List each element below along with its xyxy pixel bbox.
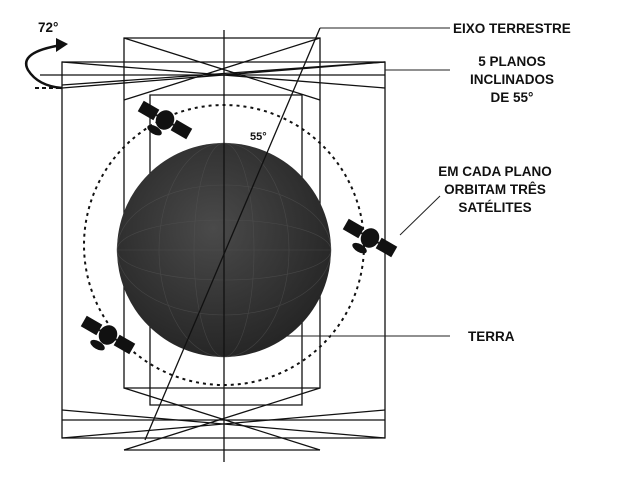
satellites-label-line-2: ORBITAM TRÊS xyxy=(444,182,546,197)
satellites-label-line-3: SATÉLITES xyxy=(458,200,531,215)
earth-label: TERRA xyxy=(468,329,515,344)
inclination-angle-label: 55° xyxy=(250,131,267,143)
planes-label-line-3: DE 55° xyxy=(491,90,534,105)
rotation-arrow-icon xyxy=(25,38,68,90)
satellite-icon xyxy=(342,218,398,258)
planes-label-line-2: INCLINADOS xyxy=(470,72,554,87)
satellites-label-line-1: EM CADA PLANO xyxy=(438,164,552,179)
earth-axis-line xyxy=(144,27,321,441)
satellite-icon xyxy=(137,100,193,140)
satellite-icon xyxy=(80,315,136,355)
leader-satellites xyxy=(399,195,441,236)
planes-label-line-1: 5 PLANOS xyxy=(478,54,546,69)
rotation-angle-label: 72° xyxy=(38,20,58,35)
earth-axis-label: EIXO TERRESTRE xyxy=(453,21,571,36)
